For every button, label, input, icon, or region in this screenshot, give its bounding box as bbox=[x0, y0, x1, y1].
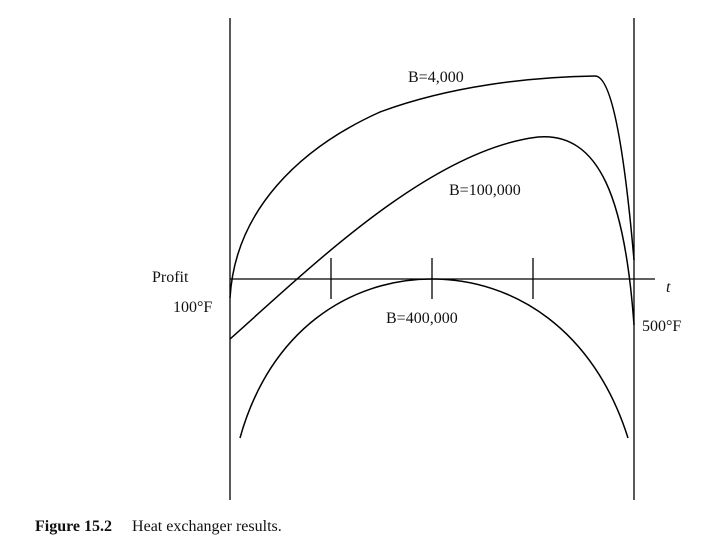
x-axis-label: t bbox=[666, 279, 671, 296]
curve-b-100000 bbox=[229, 136, 635, 340]
x-end-label: 500°F bbox=[642, 318, 681, 335]
figure-caption: Figure 15.2 Heat exchanger results. bbox=[35, 518, 282, 536]
figure-number: Figure 15.2 bbox=[35, 518, 113, 535]
curve-b-4000 bbox=[229, 75, 635, 299]
x-start-label: 100°F bbox=[173, 299, 212, 316]
series-label-b-100000: B=100,000 bbox=[449, 182, 521, 199]
y-axis-label: Profit bbox=[152, 269, 189, 286]
curve-b-400000 bbox=[239, 278, 629, 439]
series-label-b-400000: B=400,000 bbox=[386, 310, 458, 327]
series-label-b-4000: B=4,000 bbox=[408, 69, 464, 86]
caption-text: Heat exchanger results. bbox=[132, 518, 282, 535]
